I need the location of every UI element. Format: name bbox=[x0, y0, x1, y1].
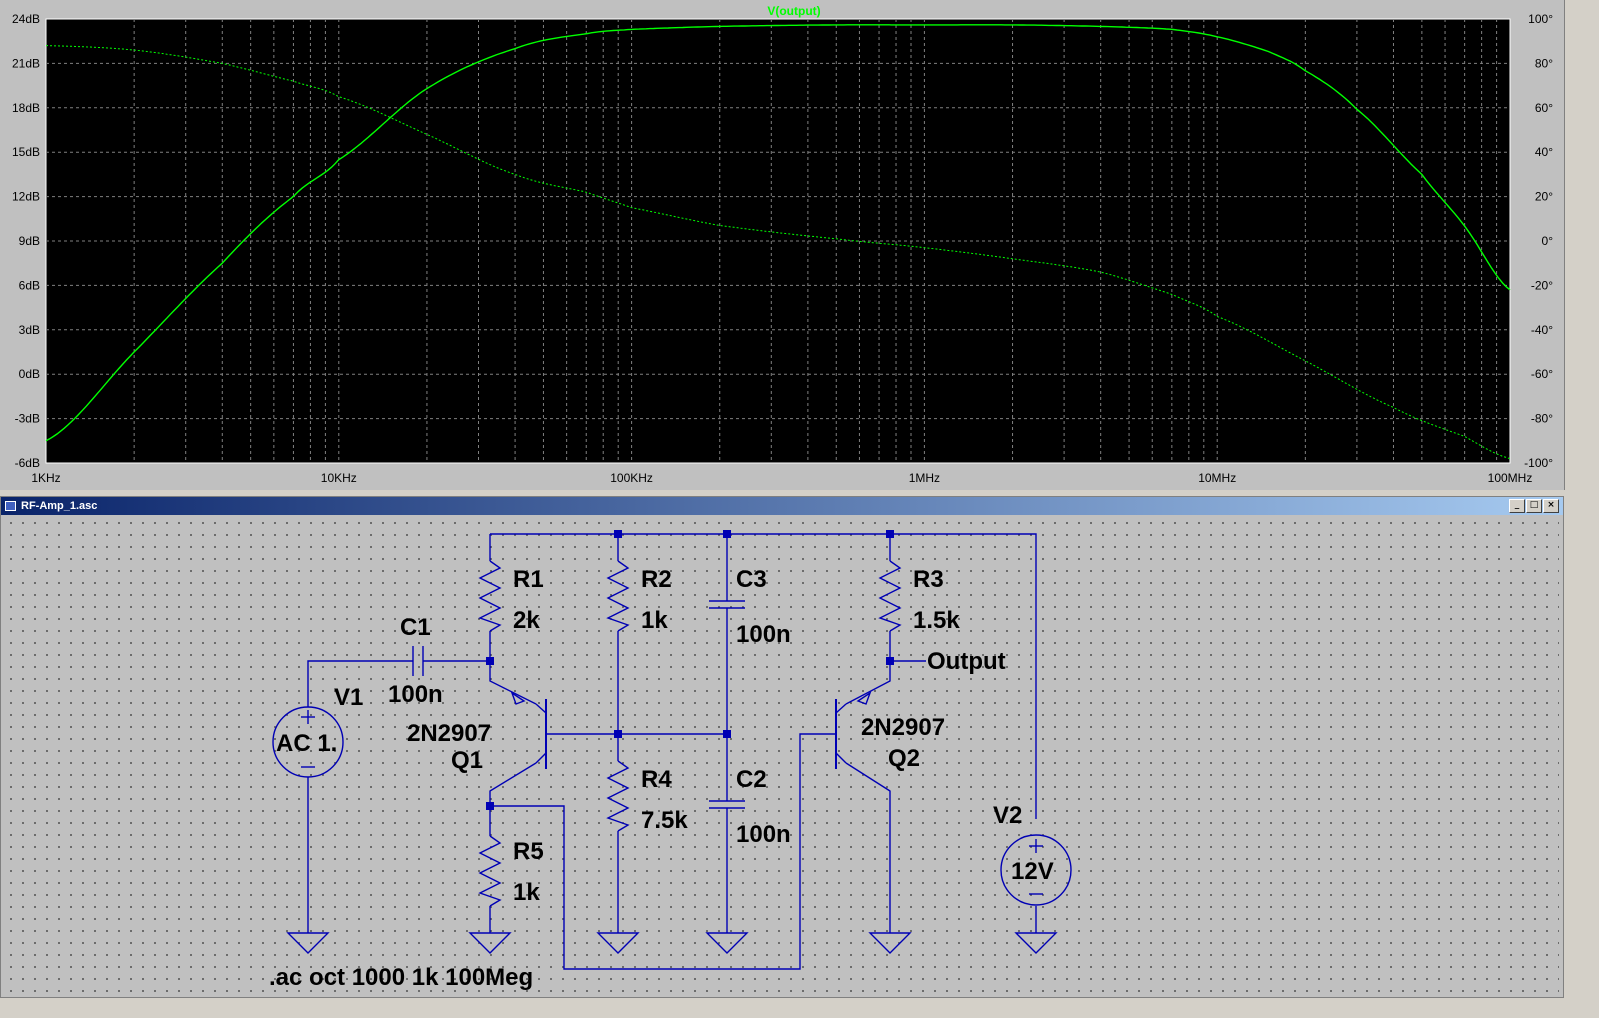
close-button[interactable]: × bbox=[1543, 499, 1559, 513]
y-left-tick-label: 24dB bbox=[12, 12, 40, 26]
x-tick-label: 1MHz bbox=[909, 471, 940, 485]
y-left-tick-label: 15dB bbox=[12, 145, 40, 159]
v2-value[interactable]: 12V bbox=[1011, 858, 1054, 885]
plot-traces bbox=[45, 24, 1511, 460]
y-right-tick-label: -80° bbox=[1531, 412, 1553, 426]
plot-tick-labels: 1KHz 10KHz 100KHz 1MHz 10MHz 100MHz 24dB 21dB 18… bbox=[12, 12, 1553, 485]
schematic-canvas[interactable]: R1 2k R2 1k C3 100n R3 1.5k Output C1 10… bbox=[5, 517, 1559, 995]
y-left-tick-label: 9dB bbox=[19, 234, 40, 248]
y-left-tick-label: 3dB bbox=[19, 323, 40, 337]
y-left-tick-label: 12dB bbox=[12, 190, 40, 204]
c3-value[interactable]: 100n bbox=[736, 621, 791, 648]
y-left-tick-label: 0dB bbox=[19, 367, 40, 381]
y-right-tick-label: -40° bbox=[1531, 323, 1553, 337]
y-left-tick-label: -6dB bbox=[15, 456, 40, 470]
y-left-tick-label: 6dB bbox=[19, 278, 40, 292]
resistor-r1[interactable] bbox=[478, 560, 502, 632]
y-right-tick-label: 20° bbox=[1535, 190, 1553, 204]
schematic-title-bar[interactable]: RF-Amp_1.asc _ □ × bbox=[1, 497, 1563, 515]
r3-name[interactable]: R3 bbox=[913, 566, 944, 593]
magnitude-trace[interactable] bbox=[45, 24, 1511, 442]
r4-value[interactable]: 7.5k bbox=[641, 807, 688, 834]
y-left-tick-label: 21dB bbox=[12, 56, 40, 70]
c1-name[interactable]: C1 bbox=[400, 614, 431, 641]
schematic-window-title: RF-Amp_1.asc bbox=[21, 500, 98, 512]
schematic-doc-icon bbox=[5, 501, 16, 511]
trace-name-label[interactable]: V(output) bbox=[767, 4, 820, 18]
y-right-tick-label: 100° bbox=[1528, 12, 1553, 26]
net-label-output[interactable]: Output bbox=[927, 648, 1006, 675]
r3-value[interactable]: 1.5k bbox=[913, 607, 960, 634]
schematic-junctions bbox=[486, 530, 894, 810]
y-left-tick-label: 18dB bbox=[12, 101, 40, 115]
y-right-tick-label: 40° bbox=[1535, 145, 1553, 159]
y-right-tick-label: 60° bbox=[1535, 101, 1553, 115]
v1-value[interactable]: AC 1. bbox=[276, 730, 337, 757]
r2-name[interactable]: R2 bbox=[641, 566, 672, 593]
plot-grid bbox=[46, 19, 1510, 463]
q1-model[interactable]: 2N2907 bbox=[407, 720, 491, 747]
resistor-r4[interactable] bbox=[606, 760, 630, 832]
c3-name[interactable]: C3 bbox=[736, 566, 767, 593]
capacitor-c1[interactable] bbox=[412, 646, 424, 676]
v2-name[interactable]: V2 bbox=[993, 802, 1022, 829]
y-right-tick-label: 0° bbox=[1542, 234, 1554, 248]
r1-name[interactable]: R1 bbox=[513, 566, 544, 593]
r2-value[interactable]: 1k bbox=[641, 607, 668, 634]
resistor-r3[interactable] bbox=[878, 560, 902, 632]
x-tick-label: 10KHz bbox=[321, 471, 357, 485]
r4-name[interactable]: R4 bbox=[641, 766, 672, 793]
transistor-q2[interactable] bbox=[835, 691, 872, 769]
spice-directive[interactable]: .ac oct 1000 1k 100Meg bbox=[269, 964, 533, 991]
v1-name[interactable]: V1 bbox=[334, 684, 363, 711]
y-right-tick-label: -60° bbox=[1531, 367, 1553, 381]
voltage-source-v2[interactable] bbox=[1000, 834, 1072, 906]
resistor-r5[interactable] bbox=[478, 835, 502, 907]
waveform-viewer[interactable]: 1KHz 10KHz 100KHz 1MHz 10MHz 100MHz 24dB 21dB 18… bbox=[0, 0, 1565, 490]
r5-value[interactable]: 1k bbox=[513, 879, 540, 906]
transistor-q1[interactable] bbox=[510, 691, 547, 769]
minimize-button[interactable]: _ bbox=[1509, 499, 1525, 513]
x-tick-label: 100MHz bbox=[1488, 471, 1533, 485]
phase-trace[interactable] bbox=[45, 45, 1511, 460]
x-tick-label: 10MHz bbox=[1198, 471, 1236, 485]
r5-name[interactable]: R5 bbox=[513, 838, 544, 865]
bode-plot[interactable]: 1KHz 10KHz 100KHz 1MHz 10MHz 100MHz 24dB 21dB 18… bbox=[0, 0, 1564, 490]
schematic-wires[interactable] bbox=[307, 533, 1037, 970]
y-right-tick-label: -100° bbox=[1524, 456, 1553, 470]
q2-name[interactable]: Q2 bbox=[888, 745, 920, 772]
c2-value[interactable]: 100n bbox=[736, 821, 791, 848]
c2-name[interactable]: C2 bbox=[736, 766, 767, 793]
q2-model[interactable]: 2N2907 bbox=[861, 714, 945, 741]
c1-value[interactable]: 100n bbox=[388, 681, 443, 708]
y-left-tick-label: -3dB bbox=[15, 412, 40, 426]
x-tick-label: 1KHz bbox=[31, 471, 60, 485]
ground-symbols[interactable] bbox=[286, 932, 1058, 954]
capacitor-c2[interactable] bbox=[709, 800, 745, 809]
schematic-window[interactable]: RF-Amp_1.asc _ □ × bbox=[0, 496, 1564, 998]
q1-name[interactable]: Q1 bbox=[451, 747, 483, 774]
r1-value[interactable]: 2k bbox=[513, 607, 540, 634]
y-right-tick-label: 80° bbox=[1535, 56, 1553, 70]
x-tick-label: 100KHz bbox=[610, 471, 653, 485]
y-right-tick-label: -20° bbox=[1531, 278, 1553, 292]
capacitor-c3[interactable] bbox=[709, 600, 745, 609]
maximize-button[interactable]: □ bbox=[1526, 499, 1542, 513]
resistor-r2[interactable] bbox=[606, 560, 630, 632]
voltage-source-v1[interactable] bbox=[272, 706, 344, 778]
